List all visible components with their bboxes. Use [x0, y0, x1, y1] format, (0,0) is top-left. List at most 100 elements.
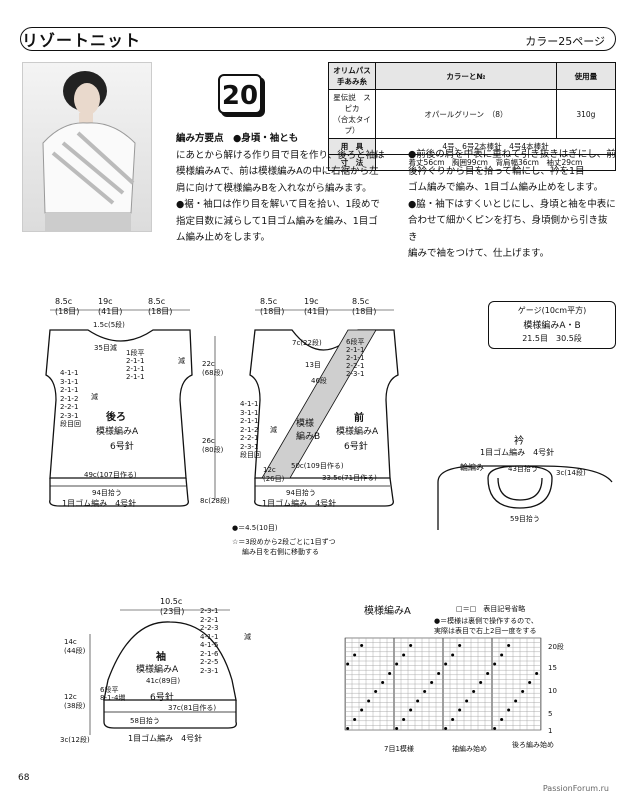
front-top-mid: 19c(41目): [304, 297, 329, 316]
sleeve-width: 37c(81目作る): [168, 704, 217, 712]
chart-symbol: ●: [381, 680, 385, 685]
front-width-1: 50c(109目作る): [291, 462, 344, 470]
chart-symbol: ●: [430, 680, 434, 685]
sleeve-needle: 6号針: [150, 693, 174, 703]
chart-symbol: ●: [360, 643, 364, 648]
chart-symbol: ●: [395, 661, 399, 666]
chart-symbol: ●: [437, 670, 441, 675]
color-page-ref: カラー25ページ: [525, 35, 605, 48]
chart-sleeve-start: 袖編み始め: [452, 745, 487, 753]
page-number: 68: [18, 773, 30, 783]
chart-symbol: ●: [409, 643, 413, 648]
chart-note-1: ●＝模様は裏側で操作するので、: [434, 617, 538, 625]
chart-symbol: ●: [402, 652, 406, 657]
chart-symbol: ●: [423, 689, 427, 694]
spec-amount: 310g: [555, 89, 617, 139]
sleeve-pickup: 58目拾う: [130, 717, 160, 725]
chart-symbol: ●: [444, 661, 448, 666]
spec-color: オパールグリーン （8）: [375, 89, 557, 139]
front-pattern-b: 模様編みB: [296, 419, 321, 442]
chart-symbol: ●: [458, 707, 462, 712]
chart-symbol: ●: [388, 670, 392, 675]
chart-symbol: ●: [451, 716, 455, 721]
chart-symbol: ●: [479, 680, 483, 685]
chart-symbol: ●: [486, 670, 490, 675]
header-bar: [20, 27, 616, 51]
front-pickup: 94目拾う: [286, 489, 316, 497]
chart-symbol: ●: [374, 689, 378, 694]
back-top-mid: 19c(41目): [98, 297, 123, 316]
chart-row-15: 15: [548, 664, 557, 672]
chart-symbol: ●: [353, 652, 357, 657]
chart-symbol: ●: [472, 689, 476, 694]
chart-symbol: ●: [528, 680, 532, 685]
collar-height: 3c(14段): [556, 469, 586, 477]
chart-symbol: ●: [416, 698, 420, 703]
front-top-right: 8.5c(18目): [352, 297, 377, 316]
collar-bind: 43目拾う: [508, 465, 538, 473]
chart-title: 模様編みA: [364, 606, 411, 617]
chart-legend: □＝□ 表目記号省略: [456, 605, 526, 613]
front-height-3: 8c(28段): [200, 497, 230, 505]
chart-symbol: ●: [402, 716, 406, 721]
sleeve-rib: 1目ゴム編み 4号針: [128, 734, 203, 743]
collar-round-label: 輪編み: [460, 463, 484, 472]
chart-symbol: ●: [500, 652, 504, 657]
back-width: 49c(107目作る): [84, 471, 137, 479]
front-neck-bind: 13目: [305, 361, 321, 369]
collar-rib: 1目ゴム編み 4号針: [480, 448, 555, 457]
chart-symbol: ●: [346, 661, 350, 666]
back-pattern: 模様編みA: [96, 427, 139, 437]
spec-yarn: 星伝説 スピカ（合太タイプ）: [328, 89, 376, 139]
chart-symbol: ●: [465, 698, 469, 703]
chart-symbol: ●: [458, 643, 462, 648]
chart-back-start: 後ろ編み始め: [512, 741, 554, 749]
back-top-left: 8.5c(18目): [55, 297, 80, 316]
chart-symbol: ●: [535, 670, 539, 675]
chart-row-20: 20段: [548, 643, 564, 651]
back-armhole-label: 減: [91, 393, 98, 401]
chart-symbol: ●: [507, 643, 511, 648]
chart-symbol: ●: [521, 689, 525, 694]
stitch-chart: ●●●●●●●●●●●●●●●●●●●●●●●●●●●●●●●●●●●●●●●●: [345, 638, 541, 730]
back-neck-bind: 35目減: [94, 344, 117, 352]
chart-symbol: ●: [346, 726, 350, 731]
front-note-1: ●＝4.5(10目): [232, 524, 278, 532]
chart-row-1: 1: [548, 727, 553, 735]
back-rib: 1目ゴム編み 4号針: [62, 499, 137, 508]
front-neck: 7c(22段): [292, 339, 322, 347]
back-pickup: 94目拾う: [92, 489, 122, 497]
chart-symbol: ●: [444, 726, 448, 731]
sleeve-title: 袖: [156, 652, 166, 663]
chart-symbol: ●: [353, 716, 357, 721]
front-top-left: 8.5c(18目): [260, 297, 285, 316]
front-armhole-label: 減: [270, 426, 277, 434]
chart-symbol: ●: [493, 726, 497, 731]
front-neck-side: 46段: [311, 377, 327, 385]
pattern-number: 20: [218, 74, 262, 114]
front-pattern: 模様編みA: [336, 427, 379, 437]
spec-yarn-header: オリムパス手あみ糸: [328, 62, 376, 90]
chart-symbol: ●: [409, 707, 413, 712]
spec-size: 着丈56cm 胸囲99cm 背肩幅36cm 袖丈29cm: [375, 154, 616, 171]
chart-symbol: ●: [500, 716, 504, 721]
gauge-box: ゲージ(10cm平方) 模様編みA・B 21.5目 30.5段: [488, 301, 616, 349]
chart-symbol: ●: [451, 652, 455, 657]
sleeve-cap-label: 減: [244, 633, 251, 641]
sleeve-mid: 41c(89目): [146, 677, 181, 685]
spec-size-label: 寸 法: [328, 154, 376, 171]
front-width-2: 12c(26目): [263, 466, 285, 483]
chart-row-10: 10: [548, 687, 557, 695]
front-title: 前: [354, 413, 364, 424]
chart-note-2: 実際は表目で右上2目一度をする: [434, 627, 537, 635]
sleeve-top: 10.5c(23目): [160, 597, 185, 616]
chart-symbol: ●: [395, 726, 399, 731]
model-photo-illustration: [42, 71, 136, 231]
model-photo: [22, 62, 152, 232]
back-title: 後ろ: [106, 412, 126, 423]
chart-symbol: ●: [493, 661, 497, 666]
